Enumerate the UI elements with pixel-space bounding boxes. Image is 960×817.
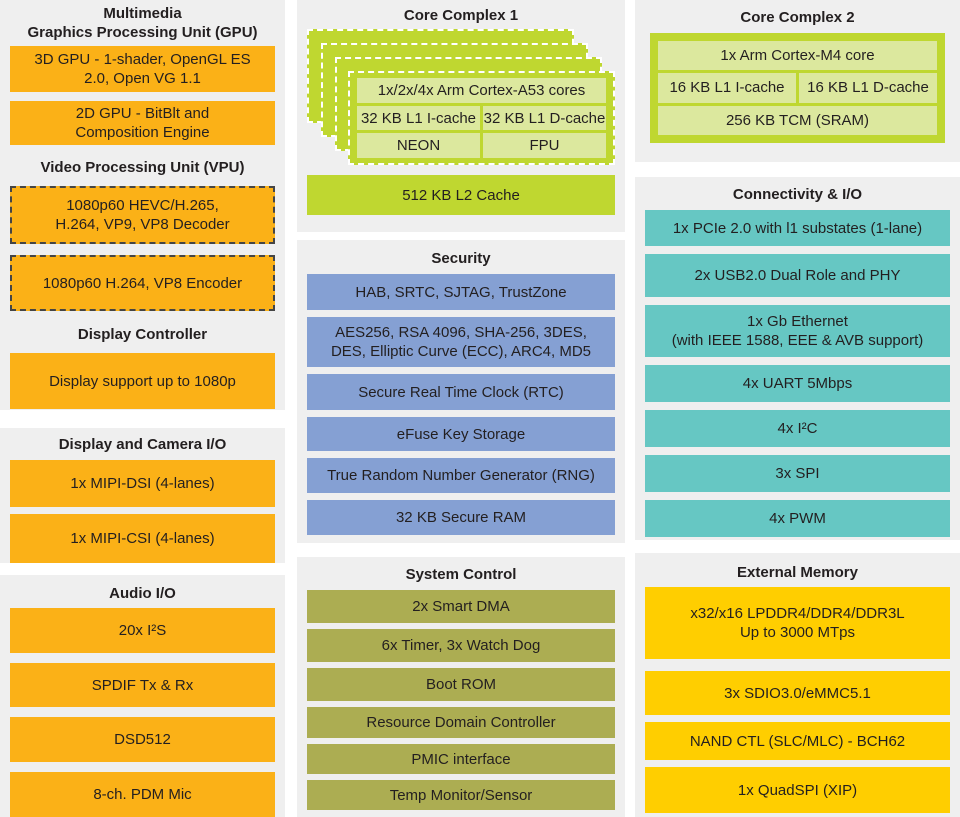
block-a53-l1-dcache: 32 KB L1 D-cache [483, 105, 606, 131]
block-spi: 3x SPI [645, 455, 950, 492]
column-core-security-system: Core Complex 1 1x/2x/4x Arm Cortex-A53 c… [297, 0, 625, 817]
panel-display-camera-io: Display and Camera I/O 1x MIPI-DSI (4-la… [0, 428, 285, 563]
section-title-core-complex-1: Core Complex 1 [403, 7, 519, 24]
block-m4-l1-icache: 16 KB L1 I-cache [658, 73, 796, 103]
cortex-a53-core-stack: 1x/2x/4x Arm Cortex-A53 cores 32 KB L1 I… [307, 29, 615, 165]
panel-system-control: System Control 2x Smart DMA 6x Timer, 3x… [297, 557, 625, 817]
block-mipi-dsi: 1x MIPI-DSI (4-lanes) [10, 460, 275, 507]
block-quadspi: 1x QuadSPI (XIP) [645, 767, 950, 813]
block-spdif: SPDIF Tx & Rx [10, 663, 275, 707]
block-cortex-m4-core: 1x Arm Cortex-M4 core [658, 41, 937, 71]
block-efuse: eFuse Key Storage [307, 417, 615, 451]
block-hab-trustzone: HAB, SRTC, SJTAG, TrustZone [307, 274, 615, 310]
block-l2-cache: 512 KB L2 Cache [307, 175, 615, 215]
block-gb-ethernet: 1x Gb Ethernet (with IEEE 1588, EEE & AV… [645, 305, 950, 357]
panel-audio-io: Audio I/O 20x I²S SPDIF Tx & Rx DSD512 8… [0, 575, 285, 817]
section-title-external-memory: External Memory [737, 564, 858, 581]
block-a53-l1-icache: 32 KB L1 I-cache [357, 105, 480, 131]
section-title-gpu: Multimedia Graphics Processing Unit (GPU… [27, 5, 258, 41]
section-title-core-complex-2: Core Complex 2 [740, 9, 855, 26]
block-3d-gpu: 3D GPU - 1-shader, OpenGL ES 2.0, Open V… [10, 46, 275, 92]
block-2d-gpu: 2D GPU - BitBlt and Composition Engine [10, 101, 275, 145]
panel-gpu-vpu-display: Multimedia Graphics Processing Unit (GPU… [0, 0, 285, 410]
panel-core-complex-2: Core Complex 2 1x Arm Cortex-M4 core 16 … [635, 0, 960, 162]
section-title-display-controller: Display Controller [77, 326, 208, 343]
block-crypto-engines: AES256, RSA 4096, SHA-256, 3DES, DES, El… [307, 317, 615, 367]
block-dsd512: DSD512 [10, 717, 275, 762]
section-title-security: Security [431, 250, 491, 267]
block-temp-monitor: Temp Monitor/Sensor [307, 780, 615, 810]
panel-connectivity-io: Connectivity & I/O 1x PCIe 2.0 with l1 s… [635, 177, 960, 540]
block-i2s: 20x I²S [10, 608, 275, 653]
block-tcm-sram: 256 KB TCM (SRAM) [658, 105, 937, 135]
block-i2c: 4x I²C [645, 410, 950, 447]
block-resource-domain-controller: Resource Domain Controller [307, 707, 615, 738]
block-lpddr4: x32/x16 LPDDR4/DDR4/DDR3L Up to 3000 MTp… [645, 587, 950, 659]
panel-core-complex-1: Core Complex 1 1x/2x/4x Arm Cortex-A53 c… [297, 0, 625, 232]
section-title-display-camera-io: Display and Camera I/O [58, 436, 227, 453]
block-pwm: 4x PWM [645, 500, 950, 537]
block-pcie: 1x PCIe 2.0 with l1 substates (1-lane) [645, 210, 950, 246]
block-neon: NEON [357, 133, 480, 159]
block-smart-dma: 2x Smart DMA [307, 590, 615, 623]
panel-security: Security HAB, SRTC, SJTAG, TrustZone AES… [297, 240, 625, 543]
block-video-decoder: 1080p60 HEVC/H.265, H.264, VP9, VP8 Deco… [10, 186, 275, 244]
block-mipi-csi: 1x MIPI-CSI (4-lanes) [10, 514, 275, 563]
block-boot-rom: Boot ROM [307, 668, 615, 701]
column-core2-connectivity-memory: Core Complex 2 1x Arm Cortex-M4 core 16 … [635, 0, 960, 817]
block-usb: 2x USB2.0 Dual Role and PHY [645, 254, 950, 297]
cortex-m4-card: 1x Arm Cortex-M4 core 16 KB L1 I-cache 1… [650, 33, 945, 143]
block-sdio-emmc: 3x SDIO3.0/eMMC5.1 [645, 671, 950, 715]
section-title-system-control: System Control [405, 566, 517, 583]
block-pmic-interface: PMIC interface [307, 744, 615, 774]
block-uart: 4x UART 5Mbps [645, 365, 950, 402]
block-fpu: FPU [483, 133, 606, 159]
panel-external-memory: External Memory x32/x16 LPDDR4/DDR4/DDR3… [635, 553, 960, 817]
block-nand-ctl: NAND CTL (SLC/MLC) - BCH62 [645, 722, 950, 760]
block-m4-l1-dcache: 16 KB L1 D-cache [799, 73, 937, 103]
block-timer-watchdog: 6x Timer, 3x Watch Dog [307, 629, 615, 662]
block-rng: True Random Number Generator (RNG) [307, 458, 615, 493]
section-title-vpu: Video Processing Unit (VPU) [40, 159, 245, 176]
section-title-connectivity: Connectivity & I/O [732, 186, 863, 203]
block-cortex-a53-cores: 1x/2x/4x Arm Cortex-A53 cores [357, 78, 606, 103]
block-video-encoder: 1080p60 H.264, VP8 Encoder [10, 255, 275, 311]
block-display-support: Display support up to 1080p [10, 353, 275, 409]
block-pdm-mic: 8-ch. PDM Mic [10, 772, 275, 817]
block-secure-ram: 32 KB Secure RAM [307, 500, 615, 535]
column-multimedia: Multimedia Graphics Processing Unit (GPU… [0, 0, 285, 817]
block-secure-rtc: Secure Real Time Clock (RTC) [307, 374, 615, 410]
core-stack-card-front: 1x/2x/4x Arm Cortex-A53 cores 32 KB L1 I… [348, 71, 615, 165]
section-title-audio-io: Audio I/O [109, 585, 176, 602]
